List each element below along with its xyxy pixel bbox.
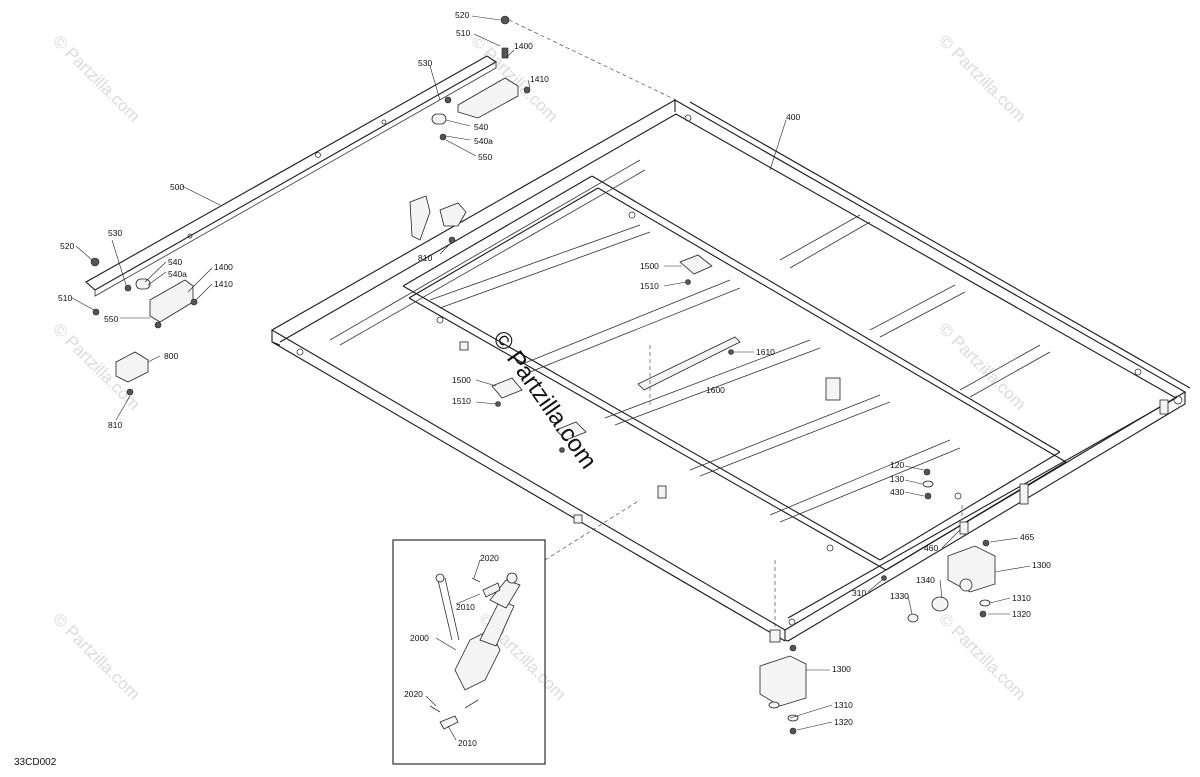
callout-810: 810 [418,253,432,263]
callout-540a: 540a [474,136,493,146]
callout-1330: 1330 [890,591,909,601]
callout-2010: 2010 [456,602,475,612]
latch-parts [115,195,467,396]
callout-1510: 1510 [640,281,659,291]
bracket-assembly-left [90,257,198,329]
callout-465: 465 [1020,532,1034,542]
callout-510: 510 [58,293,72,303]
callout-1300: 1300 [832,664,851,674]
callout-540: 540 [474,122,488,132]
callout-1610: 1610 [756,347,775,357]
callout-400: 400 [786,112,800,122]
callout-1410: 1410 [214,279,233,289]
callout-800: 800 [164,351,178,361]
callout-460: 460 [924,543,938,553]
callout-550: 550 [478,152,492,162]
callout-2000: 2000 [410,633,429,643]
callout-1400: 1400 [514,41,533,51]
callout-130: 130 [890,474,904,484]
callout-810: 810 [108,420,122,430]
callout-1500: 1500 [452,375,471,385]
small-brackets [491,254,741,453]
callout-1310: 1310 [1012,593,1031,603]
callout-1320: 1320 [1012,609,1031,619]
diagram-reference-code: 33CD002 [14,757,57,768]
callout-520: 520 [455,10,469,20]
callout-120: 120 [890,460,904,470]
callout-1340: 1340 [916,575,935,585]
callout-2010: 2010 [458,738,477,748]
bracket-assembly-top [431,15,677,141]
callout-1600: 1600 [706,385,725,395]
callout-550: 550 [104,314,118,324]
callout-510: 510 [456,28,470,38]
callout-1500: 1500 [640,261,659,271]
callout-1300: 1300 [1032,560,1051,570]
callout-310: 310 [852,588,866,598]
callout-540: 540 [168,257,182,267]
callout-540a: 540a [168,269,187,279]
callout-2020: 2020 [480,553,499,563]
callout-2020: 2020 [404,689,423,699]
callout-1310: 1310 [834,700,853,710]
watermark-bottom-left: © Partzilla.com [49,609,143,703]
watermark-top-right: © Partzilla.com [935,31,1029,125]
callout-520: 520 [60,241,74,251]
watermark-top-left: © Partzilla.com [49,31,143,125]
callout-500: 500 [170,182,184,192]
callout-1410: 1410 [530,74,549,84]
callout-530: 530 [418,58,432,68]
actuator-inset [392,499,641,765]
center-watermark: © Partzilla.com [487,326,602,474]
callout-1510: 1510 [452,396,471,406]
callout-430: 430 [890,487,904,497]
rail-500 [85,55,498,297]
leader-lines [71,15,1031,741]
callout-1320: 1320 [834,717,853,727]
main-frame [270,99,1191,642]
hinge-assemblies [759,468,996,735]
watermark-bottom-right: © Partzilla.com [935,609,1029,703]
callout-530: 530 [108,228,122,238]
callouts: 520 510 1400 530 1410 540 540a 550 400 5… [58,10,1051,748]
callout-1400: 1400 [214,262,233,272]
watermark-mid-right: © Partzilla.com [935,319,1029,413]
